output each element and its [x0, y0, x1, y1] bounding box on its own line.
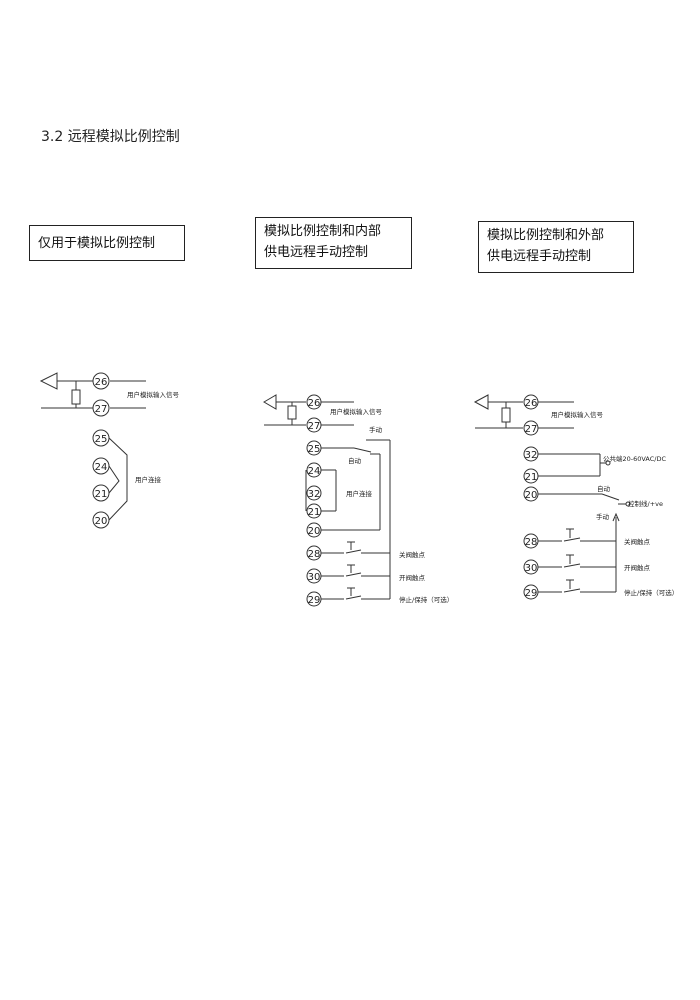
stop-contact-label: 停止/保持（可选）	[624, 588, 678, 597]
terminal-27: 27	[523, 420, 539, 436]
contact-open	[538, 554, 616, 568]
terminal-26: 26	[92, 372, 110, 390]
resistor	[71, 389, 81, 405]
input-signal-label: 用户模拟输入信号	[127, 390, 180, 399]
terminal-30: 30	[306, 568, 322, 584]
control-line-label: 控制线/+ve	[628, 499, 663, 508]
diagram-analog-only: 26 27 25 24 21 20 用户模拟输入信号 用户连接	[39, 372, 180, 529]
input-signal-label: 用户模拟输入信号	[330, 407, 383, 416]
terminal-25: 25	[92, 429, 110, 447]
contact-stop	[321, 587, 390, 600]
terminal-20: 20	[306, 522, 322, 538]
contact-close	[538, 528, 616, 542]
mode-box-line: 供电远程手动控制	[264, 245, 369, 260]
mode-box-analog-only: 仅用于模拟比例控制	[29, 225, 185, 261]
common-supply-label: 公共端20-60VAC/DC	[603, 454, 666, 463]
contact-open	[321, 564, 390, 577]
auto-label: 自动	[348, 456, 362, 465]
resistor	[287, 405, 297, 420]
user-link-label: 用户连接	[135, 475, 162, 484]
svg-text:32: 32	[525, 450, 538, 461]
mode-box-line: 仅用于模拟比例控制	[38, 236, 156, 251]
signal-source-triangle	[263, 394, 277, 410]
svg-text:27: 27	[95, 404, 108, 415]
mode-box-line: 模拟比例控制和内部	[264, 224, 382, 239]
mode-box-external-supply: 模拟比例控制和外部 供电远程手动控制	[478, 221, 634, 273]
svg-text:20: 20	[95, 516, 108, 527]
svg-text:26: 26	[308, 398, 321, 409]
common-terminal-point	[605, 460, 611, 466]
svg-text:21: 21	[308, 507, 321, 518]
mode-box-internal-supply: 模拟比例控制和内部 供电远程手动控制	[255, 217, 412, 269]
terminal-20: 20	[92, 511, 110, 529]
contact-stop	[538, 579, 616, 593]
terminal-30: 30	[523, 559, 539, 575]
svg-text:30: 30	[308, 572, 321, 583]
svg-text:21: 21	[525, 472, 538, 483]
stop-contact-label: 停止/保持（可选）	[399, 595, 453, 604]
svg-text:26: 26	[95, 377, 108, 388]
link-bracket-inner	[108, 465, 120, 494]
diagram-internal-supply: 26 27 25 24 32 21 20 28 30 29 用户模拟输入信号 手…	[263, 394, 453, 607]
mode-box-line: 供电远程手动控制	[487, 249, 592, 264]
manual-label: 手动	[369, 425, 383, 434]
terminal-26: 26	[306, 394, 322, 410]
control-terminal-point	[625, 501, 631, 507]
mode-switch	[601, 493, 620, 501]
svg-text:20: 20	[308, 526, 321, 537]
terminal-29: 29	[523, 584, 539, 600]
contact-close	[321, 541, 390, 554]
terminal-21: 21	[92, 484, 110, 502]
manual-label: 手动	[596, 512, 610, 521]
signal-source-triangle	[39, 372, 58, 390]
mode-switch	[353, 447, 372, 453]
svg-text:27: 27	[525, 424, 538, 435]
mode-box-line: 模拟比例控制和外部	[487, 228, 605, 243]
terminal-24: 24	[306, 462, 322, 478]
resistor	[501, 407, 511, 423]
close-contact-label: 关阀触点	[624, 537, 651, 546]
signal-source-triangle	[473, 394, 489, 410]
terminal-27: 27	[306, 417, 322, 433]
svg-text:29: 29	[525, 588, 538, 599]
terminal-28: 28	[523, 533, 539, 549]
svg-text:24: 24	[308, 466, 321, 477]
svg-text:21: 21	[95, 489, 108, 500]
svg-text:28: 28	[308, 549, 321, 560]
section-heading: 3.2 远程模拟比例控制	[41, 129, 180, 145]
svg-text:26: 26	[525, 398, 538, 409]
terminal-21: 21	[306, 503, 322, 519]
svg-text:28: 28	[525, 537, 538, 548]
terminal-27: 27	[92, 399, 110, 417]
auto-label: 自动	[597, 484, 611, 493]
diagram-external-supply: 26 27 32 21 20 28 30 29 用户模拟输入信号 公共端20-6…	[473, 394, 678, 600]
user-link-label: 用户连接	[346, 489, 373, 498]
terminal-26: 26	[523, 394, 539, 410]
terminal-32: 32	[306, 485, 322, 501]
svg-text:20: 20	[525, 490, 538, 501]
terminal-20: 20	[523, 486, 539, 502]
svg-text:30: 30	[525, 563, 538, 574]
svg-text:25: 25	[308, 444, 321, 455]
open-contact-label: 开阀触点	[624, 563, 651, 572]
terminal-32: 32	[523, 446, 539, 462]
svg-text:29: 29	[308, 595, 321, 606]
svg-text:32: 32	[308, 489, 321, 500]
terminal-25: 25	[306, 440, 322, 456]
svg-text:24: 24	[95, 462, 108, 473]
close-contact-label: 关阀触点	[399, 550, 426, 559]
svg-text:25: 25	[95, 434, 108, 445]
link-bracket	[108, 437, 128, 521]
terminal-28: 28	[306, 545, 322, 561]
open-contact-label: 开阀触点	[399, 573, 426, 582]
terminal-29: 29	[306, 591, 322, 607]
terminal-24: 24	[92, 457, 110, 475]
input-signal-label: 用户模拟输入信号	[551, 410, 604, 419]
svg-text:27: 27	[308, 421, 321, 432]
terminal-21: 21	[523, 468, 539, 484]
